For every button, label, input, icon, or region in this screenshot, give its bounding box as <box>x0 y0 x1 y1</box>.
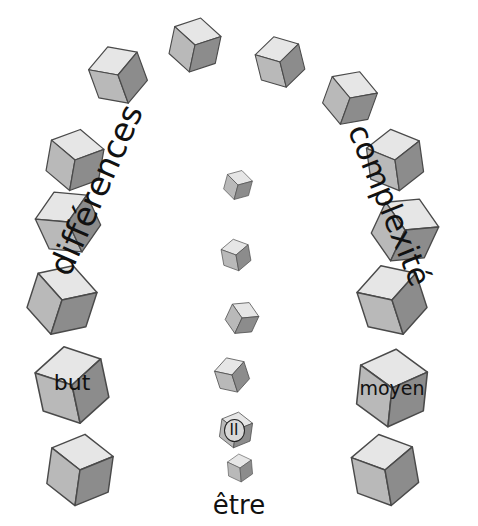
arc-label: différences <box>42 99 150 281</box>
node-text: moyen <box>359 378 424 399</box>
cube-face-text-box: moyen <box>355 376 429 401</box>
ellipse-mark: II <box>224 419 245 442</box>
node-text: but <box>54 371 91 395</box>
cube-face-text-box: but <box>50 369 95 398</box>
node-text: II <box>230 422 239 439</box>
bottom-label: être <box>213 491 265 520</box>
